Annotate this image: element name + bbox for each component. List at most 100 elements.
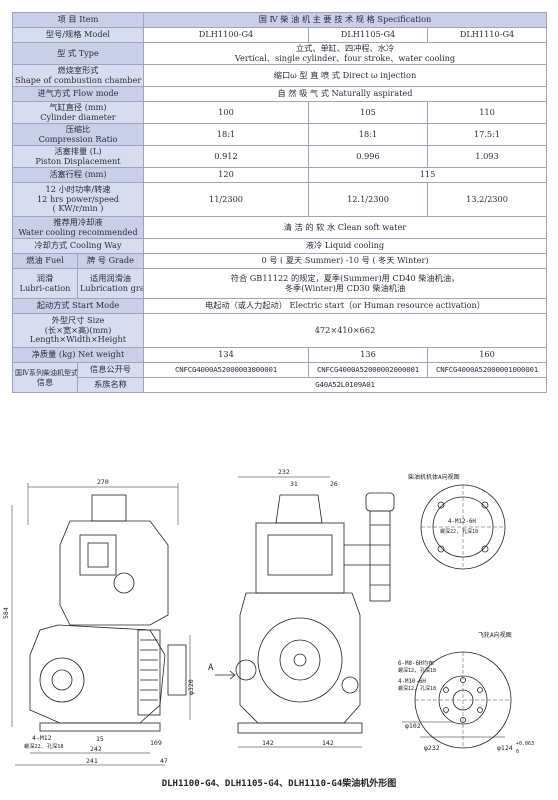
start-label: 起动方式 Start Mode bbox=[12, 298, 144, 314]
item-header: 项 目 Item bbox=[12, 12, 144, 28]
view-mark-a: A bbox=[208, 663, 214, 673]
compression-value: 18:1 bbox=[143, 123, 309, 146]
bore-value: 105 bbox=[308, 101, 428, 124]
dim-270: 270 bbox=[97, 478, 109, 486]
dim-242: 242 bbox=[90, 745, 102, 753]
row-displacement: 活塞排量 (L)Piston Displacement 0.912 0.996 … bbox=[12, 145, 548, 168]
displacement-label-en: Piston Displacement bbox=[35, 155, 121, 166]
row-size: 外型尺寸 Size(长×宽×高)(mm)Length×Width×Height … bbox=[12, 313, 548, 348]
dim-phi-102: φ102 bbox=[405, 722, 421, 730]
spec-table: 项 目 Item 国 Ⅳ 柴 油 机 主 要 技 术 规 格 Specifica… bbox=[12, 12, 548, 393]
info-value: CNFCG4000A52000003000001 bbox=[143, 362, 309, 378]
dim-phi-232: φ232 bbox=[424, 744, 440, 752]
coolant-label-cn: 推荐用冷却液 bbox=[53, 217, 103, 228]
type-label: 型 式 Type bbox=[12, 42, 144, 65]
flywheel-note: 螺深12, 孔深18 bbox=[398, 685, 436, 692]
coolant-value: 清 洁 的 软 水 Clean soft water bbox=[142, 216, 548, 239]
bore-label: 气缸直径 (mm)Cylinder diameter bbox=[12, 101, 144, 124]
row-start: 起动方式 Start Mode 电起动（或人力起动） Electric star… bbox=[12, 298, 548, 314]
dim-241: 241 bbox=[86, 757, 98, 765]
displacement-value: 0.912 bbox=[143, 145, 309, 168]
model-value: DLH1105-G4 bbox=[308, 27, 428, 43]
fuel-label: 燃油 Fuel bbox=[12, 253, 78, 269]
cooling-label: 冷却方式 Cooling Way bbox=[12, 238, 144, 254]
stroke-value: 120 bbox=[143, 167, 309, 183]
power-value: 11/2300 bbox=[143, 182, 309, 217]
dim-109: 109 bbox=[150, 739, 162, 747]
compression-value: 18:1 bbox=[308, 123, 428, 146]
bore-label-cn: 气缸直径 (mm) bbox=[49, 102, 107, 113]
view-a-title: 柴油机机体A向视图 bbox=[408, 473, 460, 481]
thread-note-left: 螺深22, 孔深18 bbox=[24, 742, 64, 750]
side-view-left: 270 584 φ320 4-M12 螺深22, 孔深18 242 241 15… bbox=[2, 478, 195, 766]
flywheel-view: 飞轮A向视图 6-M8-6H均布 螺深12, 孔深18 4-M10-6H 螺深1… bbox=[398, 631, 534, 755]
type-value-en: Vertical、single cylinder、four stroke、wat… bbox=[234, 52, 456, 63]
flywheel-note: 4-M10-6H bbox=[398, 679, 426, 685]
info-label: 信息公开号 bbox=[77, 362, 144, 378]
row-bore: 气缸直径 (mm)Cylinder diameter 100 105 110 bbox=[12, 101, 548, 124]
approval-label: 国Ⅳ系列柴油机型式核准信息 bbox=[12, 362, 78, 393]
drawing-caption: DLH1100-G4、DLH1105-G4、DLH1110-G4柴油机外形图 bbox=[161, 779, 397, 789]
intake-value: 自 然 吸 气 式 Naturally aspirated bbox=[142, 86, 548, 102]
row-model: 型号/规格 Model DLH1100-G4 DLH1105-G4 DLH111… bbox=[12, 27, 548, 43]
compression-label-en: Compression Ratio bbox=[38, 133, 118, 144]
flywheel-title: 飞轮A向视图 bbox=[478, 631, 512, 639]
bore-label-en: Cylinder diameter bbox=[40, 111, 116, 122]
view-a-top-right: 柴油机机体A向视图 4-M12-6H 螺深22, 孔深18 bbox=[408, 473, 506, 570]
row-stroke: 活塞行程 (mm) 120 115 bbox=[12, 167, 548, 183]
dim-47: 47 bbox=[160, 757, 168, 765]
power-value: 13.2/2300 bbox=[426, 182, 548, 217]
model-label: 型号/规格 Model bbox=[12, 27, 144, 43]
size-label-2: (长×宽×高)(mm) bbox=[44, 324, 112, 335]
row-family: 系族名称 G40A52L0109A01 bbox=[13, 377, 548, 393]
dim-tol-lower: 0 bbox=[516, 749, 519, 755]
fuel-grade-label: 牌 号 Grade bbox=[77, 253, 144, 269]
view-a-thread: 4-M12-6H bbox=[448, 519, 476, 525]
combustion-label-en: Shape of combustion chamber bbox=[15, 74, 142, 85]
displacement-label: 活塞排量 (L)Piston Displacement bbox=[12, 145, 144, 168]
lube-label-cn: 润滑 bbox=[36, 273, 54, 284]
power-label-1: 12 小时功率/转速 bbox=[45, 184, 111, 195]
approval-label-1: 国Ⅳ系列柴油机型式核准 bbox=[15, 368, 78, 377]
cooling-value: 液冷 Liquid cooling bbox=[142, 238, 548, 254]
flywheel-note: 螺深12, 孔深18 bbox=[398, 667, 436, 674]
compression-label-cn: 压缩比 bbox=[65, 124, 91, 135]
size-label-3: Length×Width×Height bbox=[29, 334, 127, 345]
lube-label-en: Lubri-cation bbox=[19, 282, 71, 293]
row-header: 项 目 Item 国 Ⅳ 柴 油 机 主 要 技 术 规 格 Specifica… bbox=[12, 12, 548, 28]
displacement-label-cn: 活塞排量 (L) bbox=[54, 146, 102, 157]
combustion-label-cn: 燃烧室形式 bbox=[57, 65, 99, 76]
weight-value: 136 bbox=[308, 347, 428, 363]
model-value: DLH1100-G4 bbox=[143, 27, 309, 43]
family-label: 系族名称 bbox=[77, 377, 144, 393]
dim-320-left: φ320 bbox=[187, 679, 195, 695]
engine-outline-drawing: 270 584 φ320 4-M12 螺深22, 孔深18 242 241 15… bbox=[2, 468, 534, 766]
displacement-value: 0.996 bbox=[308, 145, 428, 168]
combustion-value: 缩口ω 型 直 喷 式 Direct ω injection bbox=[142, 64, 548, 87]
row-fuel: 燃油 Fuel 牌 号 Grade 0 号 ( 夏天 Summer) -10 号… bbox=[12, 253, 548, 269]
weight-value: 160 bbox=[426, 347, 548, 363]
flywheel-note: 6-M8-6H均布 bbox=[398, 659, 434, 667]
dim-31: 31 bbox=[290, 480, 298, 488]
lube-value-1: 符合 GB11122 的规定，夏季(Summer)用 CD40 柴油机油， bbox=[230, 273, 460, 284]
fuel-value: 0 号 ( 夏天 Summer) -10 号 ( 冬天 Winter) bbox=[142, 253, 548, 269]
power-label-3: ( KW/r/min ) bbox=[52, 203, 104, 214]
lube-value-2: 冬季(Winter)用 CD30 柴油机油 bbox=[284, 282, 406, 293]
lube-grade-label-en: Lubrication grade bbox=[80, 282, 143, 293]
info-value: CNFCG4000A52000002000001 bbox=[308, 362, 428, 378]
lube-grade-label-cn: 适用润滑油 bbox=[90, 273, 131, 284]
size-label: 外型尺寸 Size(长×宽×高)(mm)Length×Width×Height bbox=[12, 313, 144, 348]
stroke-value: 115 bbox=[307, 167, 548, 183]
